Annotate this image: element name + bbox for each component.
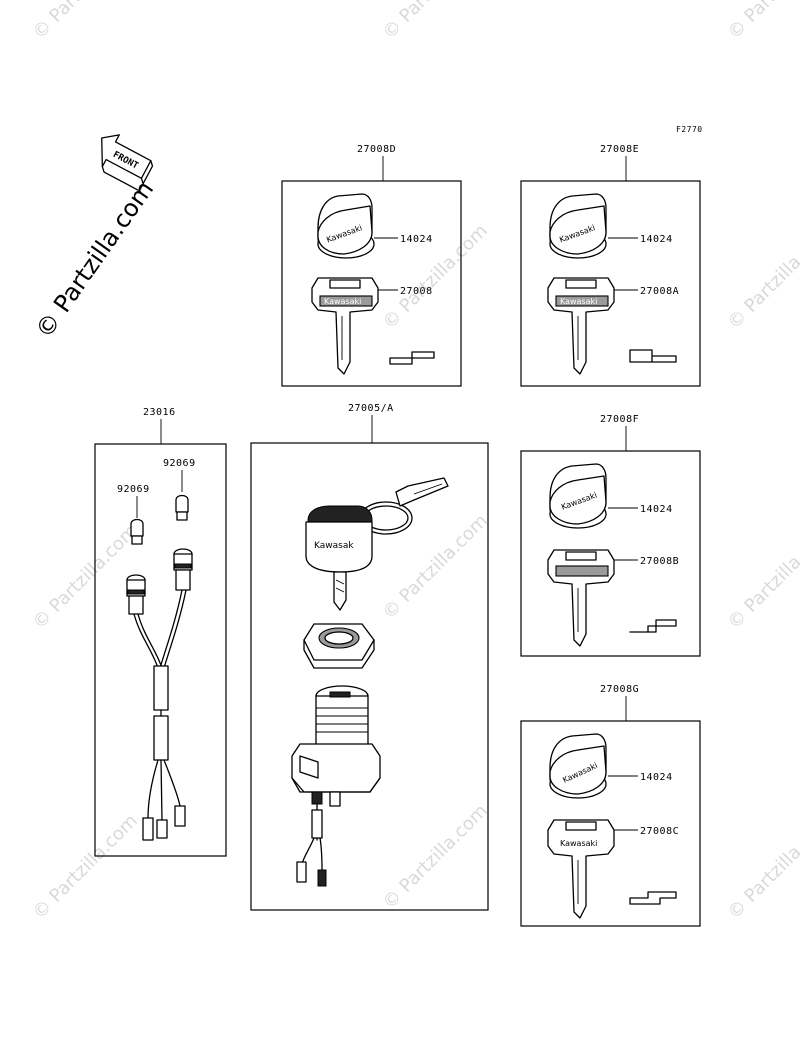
key-knob-part: Kawasaki: [549, 733, 607, 799]
watermark: © Partzilla.com: [724, 810, 800, 923]
part-label: 14024: [640, 772, 673, 783]
group-label: 27008D: [357, 144, 396, 155]
part-label: 92069: [163, 458, 196, 469]
brand-text: Kawasaki: [560, 297, 597, 306]
group-label: 23016: [143, 407, 176, 418]
ignition-switch-part: [291, 685, 381, 807]
watermarks: © Partzilla.com © Partzilla.com © Partzi…: [29, 0, 800, 924]
group-27005a: 27005/A Kawasak: [250, 403, 489, 911]
group-27008d: 27008D Kawasaki 14024 Kawasaki 27008: [281, 144, 462, 387]
figure-code: F2770: [676, 125, 703, 134]
watermark: © Partzilla.com: [724, 0, 800, 44]
group-27008e: 27008E Kawasaki 14024 Kawasaki 27008A: [520, 144, 701, 387]
group-box: [94, 443, 227, 857]
watermark: © Partzilla.com: [379, 220, 492, 333]
group-label: 27005/A: [348, 403, 394, 414]
bulb-part: [130, 518, 144, 545]
group-box: [250, 442, 489, 911]
key-knob-part: Kawasaki: [549, 463, 607, 529]
watermark: © Partzilla.com: [379, 0, 492, 44]
part-label: 27008: [400, 286, 433, 297]
watermark: © Partzilla.com: [29, 0, 142, 44]
part-label: 27008A: [640, 286, 679, 297]
nut-part: [303, 623, 375, 669]
key-blank-part: [547, 549, 615, 647]
part-label: 27008C: [640, 826, 679, 837]
group-23016: 23016 92069 92069: [94, 407, 227, 857]
group-box: [520, 450, 701, 657]
watermark: © Partzilla.com: [724, 220, 800, 333]
part-label: 14024: [640, 234, 673, 245]
key-cut-profile-icon: [389, 351, 435, 365]
group-label: 27008F: [600, 414, 639, 425]
part-label: 27008B: [640, 556, 679, 567]
key-blank-part: Kawasaki: [311, 277, 379, 375]
bulb-part: [175, 494, 189, 521]
brand-text: Kawasaki: [560, 839, 597, 848]
ignition-key-part: Kawasak: [305, 505, 373, 611]
group-label: 27008G: [600, 684, 639, 695]
key-knob-part: Kawasaki: [317, 193, 375, 259]
key-blank-part: Kawasaki: [547, 819, 615, 919]
bulb-socket-part: [126, 574, 146, 615]
brand-text: Kawasaki: [324, 297, 361, 306]
brand-text: Kawasak: [314, 541, 354, 551]
key-blank-part: Kawasaki: [547, 277, 615, 375]
watermark: © Partzilla.com: [379, 800, 492, 913]
key-ring-part: [359, 477, 449, 535]
front-arrow-icon: FRONT: [101, 134, 154, 192]
partzilla-logo-text: © Partzilla.com: [30, 176, 159, 344]
bulb-socket-part: [173, 548, 193, 591]
watermark: © Partzilla.com: [379, 510, 492, 623]
group-box: [520, 720, 701, 927]
watermark: © Partzilla.com: [724, 520, 800, 633]
group-27008f: 27008F Kawasaki 14024 27008B: [520, 414, 701, 657]
group-27008g: 27008G Kawasaki 14024 Kawasaki 27008C: [520, 684, 701, 927]
watermark: © Partzilla.com: [29, 810, 142, 923]
key-cut-profile-icon: [629, 891, 677, 905]
key-cut-profile-icon: [629, 349, 677, 363]
group-box: [520, 180, 701, 387]
key-knob-part: Kawasaki: [549, 193, 607, 259]
part-label: 92069: [117, 484, 150, 495]
group-label: 27008E: [600, 144, 639, 155]
key-cut-profile-icon: [629, 619, 677, 633]
part-label: 14024: [640, 504, 673, 515]
part-label: 14024: [400, 234, 433, 245]
group-box: [281, 180, 462, 387]
watermark: © Partzilla.com: [29, 520, 142, 633]
